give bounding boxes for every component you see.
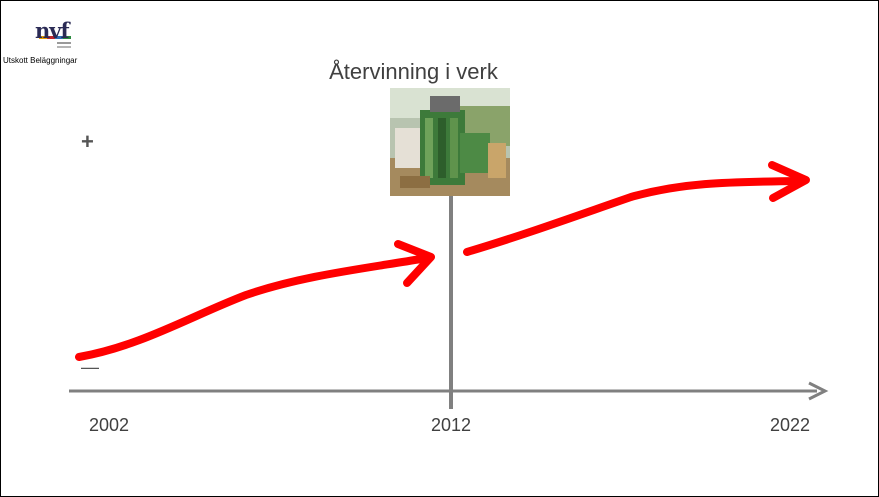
organization-label: Utskott Beläggningar	[3, 56, 78, 65]
axis-plus-label: +	[81, 129, 94, 154]
tick-label-2022: 2022	[769, 415, 811, 435]
asphalt-plant-photo	[390, 88, 510, 196]
trend-arrow-after	[463, 177, 805, 256]
trend-arrow-before	[75, 255, 425, 361]
page-title: Återvinning i verk	[329, 59, 498, 84]
tick-label-2002: 2002	[88, 415, 130, 435]
nvf-logo: nvf	[35, 9, 83, 53]
tick-label-2012: 2012	[430, 415, 472, 435]
logo-text: nvf	[35, 18, 70, 43]
time-axis-arrowhead	[808, 381, 829, 401]
trend-arrowhead-before	[394, 240, 435, 287]
nvf-logo-icon	[39, 36, 71, 48]
trend-arrowhead-after	[768, 161, 810, 202]
axis-minus-label: —	[81, 357, 99, 377]
